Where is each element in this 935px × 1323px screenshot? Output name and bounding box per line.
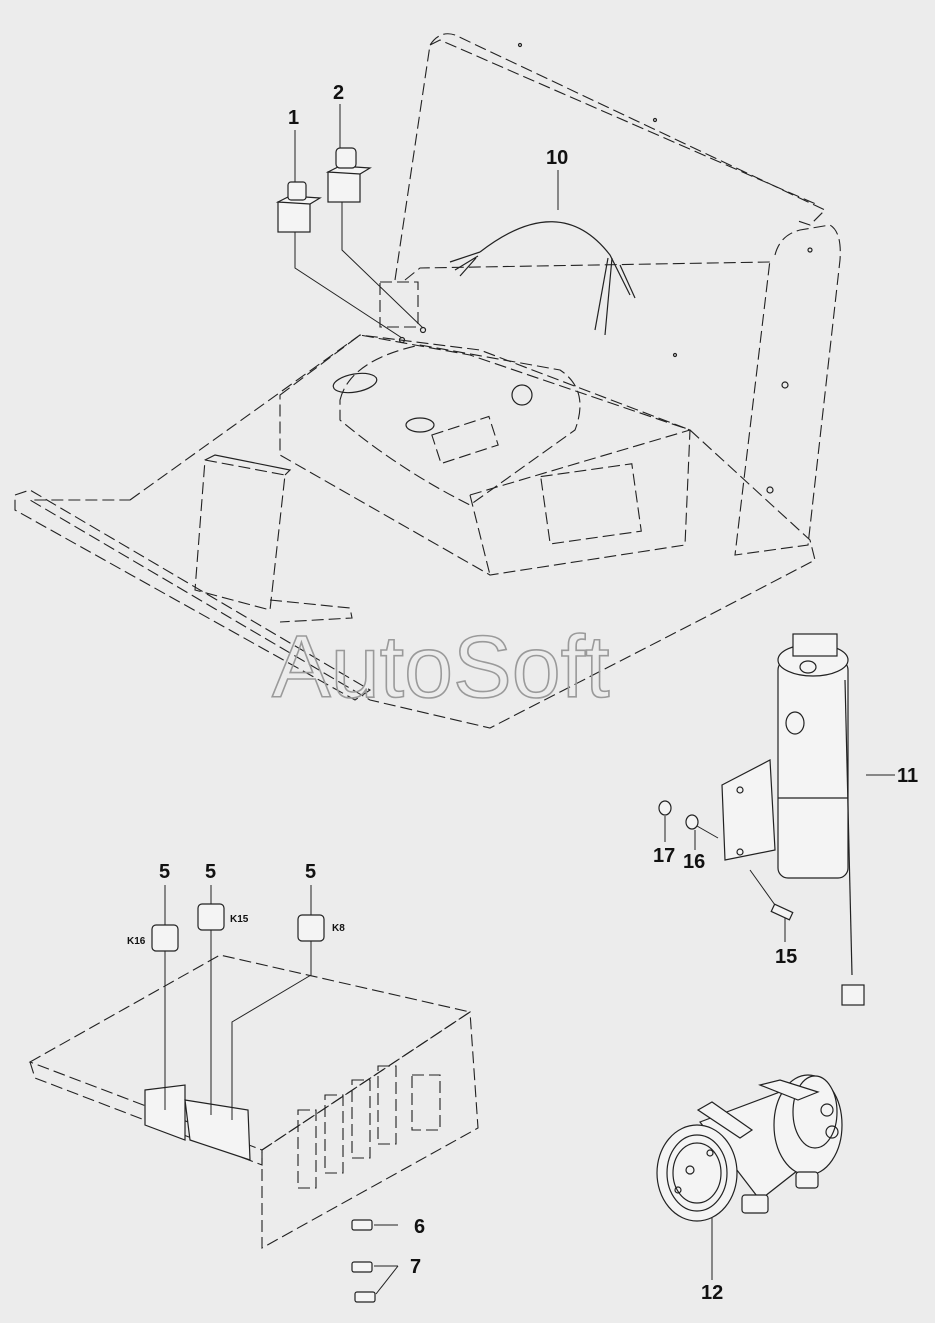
fuse-6	[351, 1219, 398, 1231]
callout-15: 15	[775, 946, 797, 968]
cab-floor-assembly	[14, 33, 841, 729]
callout-11: 11	[897, 765, 918, 787]
relay-label-k15: K15	[230, 914, 249, 925]
callout-10: 10	[546, 147, 568, 169]
callout-5-k16: 5	[159, 861, 170, 883]
fuse-7	[351, 1261, 399, 1303]
callout-7: 7	[410, 1256, 421, 1278]
callout-6: 6	[414, 1216, 425, 1238]
wire-harness-10	[449, 221, 636, 336]
relay-panel	[28, 954, 479, 1249]
callout-5-k15: 5	[205, 861, 216, 883]
ac-compressor-12	[656, 1074, 843, 1280]
relay-label-k8: K8	[332, 923, 345, 934]
callout-12: 12	[701, 1282, 723, 1304]
callout-1: 1	[288, 107, 299, 129]
relay-label-k16: K16	[127, 936, 146, 947]
relay-k15	[197, 903, 225, 931]
bolt-15	[749, 869, 794, 942]
watermark-text: AutoSoft	[272, 617, 610, 716]
callout-17: 17	[653, 845, 675, 867]
callout-16: 16	[683, 851, 705, 873]
callout-5-k8: 5	[305, 861, 316, 883]
relay-k16	[151, 924, 179, 952]
washer-16	[685, 814, 719, 850]
nut-17	[658, 800, 672, 842]
relay-k8	[297, 914, 325, 942]
rotary-switch-1	[275, 181, 322, 233]
receiver-drier-11	[721, 633, 895, 1006]
callout-2: 2	[333, 82, 344, 104]
rotary-switch-2	[325, 147, 372, 203]
